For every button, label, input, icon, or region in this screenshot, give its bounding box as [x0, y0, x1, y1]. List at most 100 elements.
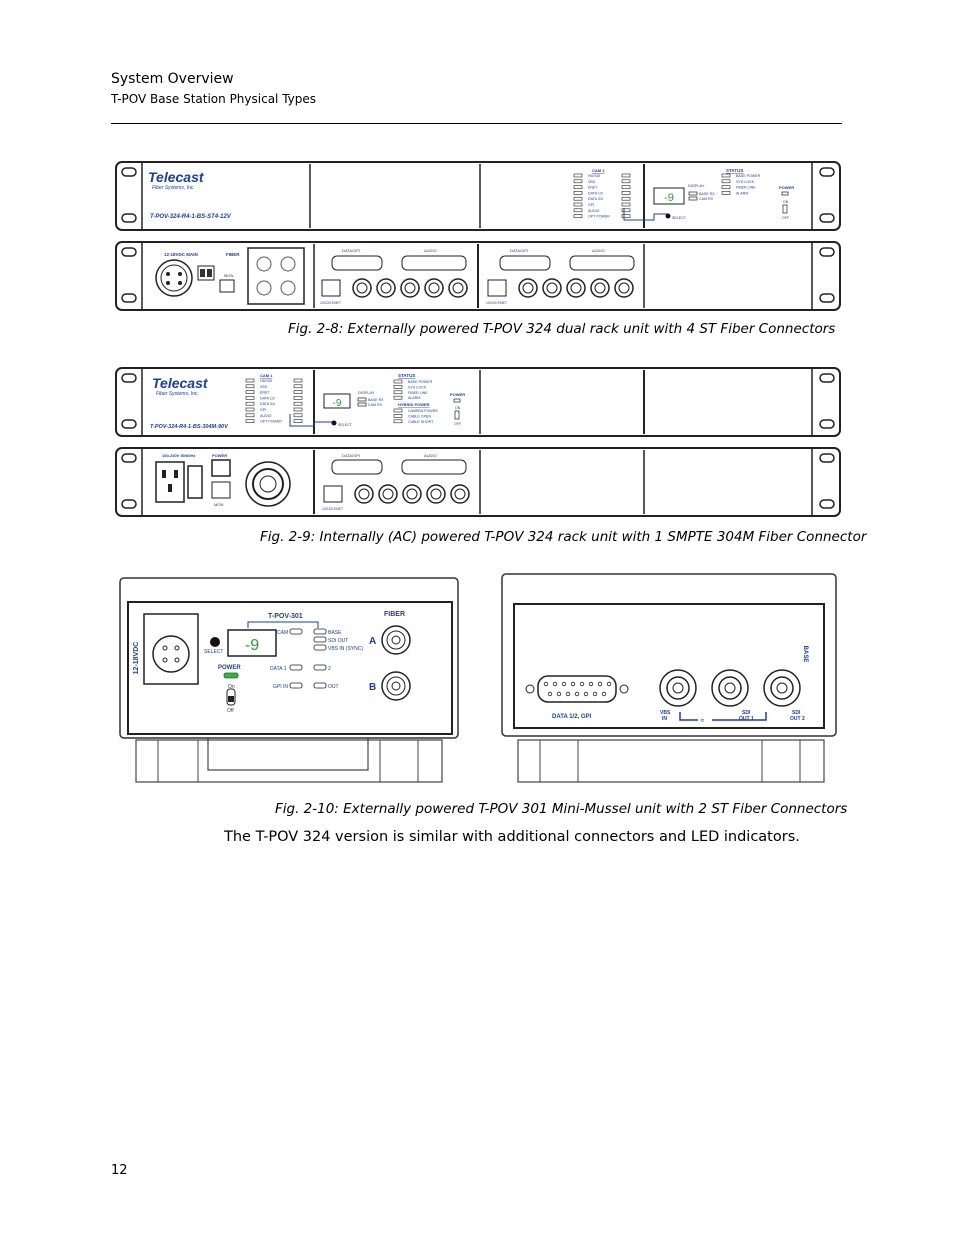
- display-readout: -9: [333, 398, 342, 409]
- rear-power-label: 12-18VDC MAIN: [164, 252, 198, 257]
- sdi2-label: SDI: [792, 710, 801, 716]
- logo-text: Telecast: [148, 169, 205, 185]
- logo-subtext: Fiber Systems, Inc.: [156, 391, 199, 397]
- data1-label: DATA 1: [270, 666, 287, 672]
- led-indicator: [393, 414, 403, 418]
- off-label: OFF: [782, 216, 789, 220]
- out1-label: OUT 1: [739, 716, 754, 722]
- vbs-in-label: IN: [662, 716, 667, 722]
- figure-2-10: 12-18VDC T-POV-301 -9 CAM BASE SDI OUT V…: [118, 572, 840, 788]
- mon-label: MON: [224, 273, 233, 278]
- hybrid-power-label: HYBRID POWER: [398, 402, 430, 407]
- led-label: FIBER LINK: [408, 391, 428, 395]
- figure-2-9-caption: Fig. 2-9: Internally (AC) powered T-POV …: [260, 529, 867, 545]
- fiber-a-label: A: [369, 636, 376, 647]
- out2-label: OUT 2: [790, 716, 805, 722]
- led-label: DATA 3/4: [260, 402, 275, 406]
- rear-panel: 100-240V 50/60Hz POWER MON DATA/GPI AUDI…: [115, 447, 841, 517]
- connector-pin: [606, 681, 612, 687]
- data2-label: 2: [328, 666, 331, 672]
- led-indicator: [721, 191, 731, 195]
- led-label: CABLE SHORT: [408, 420, 434, 424]
- select-button[interactable]: [210, 637, 220, 647]
- model-label: T-POV-324-R4-1-BS-304M-90V: [150, 424, 229, 430]
- fiber-label: FIBER: [226, 252, 240, 257]
- led-indicator: [245, 407, 255, 412]
- led-indicator: [721, 173, 731, 178]
- led-label: HD/SDI: [260, 379, 272, 383]
- gpi-in-label: GPI IN: [273, 684, 288, 690]
- led-label: CAMERA POWER: [408, 409, 438, 413]
- led-indicator: [293, 407, 303, 412]
- led-label: DATA 3/4: [588, 197, 603, 201]
- logo-text: Telecast: [152, 375, 209, 391]
- connector-pin: [601, 691, 607, 697]
- on-label: ON: [455, 406, 461, 410]
- led-label: ALARM: [408, 396, 420, 400]
- status-label: STATUS: [726, 168, 743, 173]
- gpi-out-label: OUT: [328, 684, 339, 690]
- connector-pin: [588, 681, 594, 687]
- led-indicator: [621, 179, 631, 184]
- led-label: AUDIO: [260, 414, 272, 418]
- data-gpi-label-1: DATA/GPI: [342, 248, 360, 253]
- led-indicator: [393, 385, 403, 389]
- vbs-in-led-label: VBS IN (SYNC): [328, 646, 363, 652]
- data-gpi-connector-label: DATA 1/2, GPI: [552, 714, 592, 720]
- data-gpi-label-2: DATA/GPI: [510, 248, 528, 253]
- led-label: VBS: [260, 385, 268, 389]
- base-rx-label: BASE RX: [699, 192, 715, 196]
- mini-mussel-front: 12-18VDC T-POV-301 -9 CAM BASE SDI OUT V…: [119, 577, 459, 783]
- subsection-title: T-POV Base Station Physical Types: [111, 92, 317, 106]
- cam-rx-label: CAM RX: [368, 403, 383, 407]
- led-indicator: [293, 401, 303, 406]
- body-paragraph: The T-POV 324 version is similar with ad…: [224, 829, 800, 845]
- figure-2-8: Telecast Fiber Systems, Inc. T-POV-324-R…: [114, 158, 842, 314]
- led-label: AUDIO: [588, 209, 600, 213]
- led-label: BASE POWER: [736, 174, 761, 178]
- sdi1-label: SDI: [742, 710, 751, 716]
- led-indicator: [393, 390, 403, 395]
- connector-pin: [570, 681, 576, 687]
- rear-panel: 12-18VDC MAIN FIBER MON DATA/GPI AUDIO 1…: [115, 241, 841, 311]
- led-indicator: [621, 185, 631, 189]
- led-label: ALARM: [736, 191, 748, 195]
- sdi-out-led-label: SDI OUT: [328, 638, 348, 644]
- status-label: STATUS: [398, 373, 415, 378]
- connector-pin: [543, 681, 549, 687]
- led-label: ENET: [588, 186, 598, 190]
- figure-2-8-drawing: Telecast Fiber Systems, Inc. T-POV-324-R…: [115, 161, 841, 311]
- connector-pin: [592, 691, 598, 697]
- led-indicator: [245, 413, 255, 418]
- led-indicator: [621, 196, 631, 201]
- led-label: VBS: [588, 180, 596, 184]
- led-indicator: [245, 396, 255, 400]
- cam-label: CAM 1: [260, 373, 273, 378]
- led-label: GPI: [588, 203, 594, 207]
- led-indicator: [245, 390, 255, 394]
- connector-pin: [597, 681, 603, 687]
- base-led-label: BASE: [328, 630, 342, 636]
- led-label: FIBER LINK: [736, 186, 756, 190]
- power-label: POWER: [779, 185, 794, 190]
- led-indicator: [393, 379, 403, 384]
- select-label: SELECT: [204, 649, 223, 655]
- led-indicator: [293, 378, 303, 383]
- figure-2-9-drawing: Telecast Fiber Systems, Inc. T-POV-324-R…: [115, 367, 841, 517]
- led-label: CABLE OPEN: [408, 414, 431, 418]
- display-label: DISPLAY: [688, 183, 705, 188]
- led-label: OPT POWER: [588, 215, 610, 219]
- connector-pin: [583, 691, 589, 697]
- mon-label: MON: [214, 502, 223, 507]
- led-indicator: [573, 196, 583, 201]
- led-label: ENET: [260, 391, 270, 395]
- fiber-label: FIBER: [384, 611, 405, 618]
- front-panel: Telecast Fiber Systems, Inc. T-POV-324-R…: [115, 367, 841, 437]
- data-gpi-label: DATA/GPI: [342, 453, 360, 458]
- display-label: DISPLAY: [358, 390, 375, 395]
- enet-label-2: 10/100 ENET: [486, 301, 508, 305]
- led-indicator: [621, 208, 631, 213]
- on-label: On: [228, 684, 235, 690]
- cam-rx-label: CAM RX: [699, 197, 714, 201]
- led-label: SYS LOCK: [408, 385, 427, 389]
